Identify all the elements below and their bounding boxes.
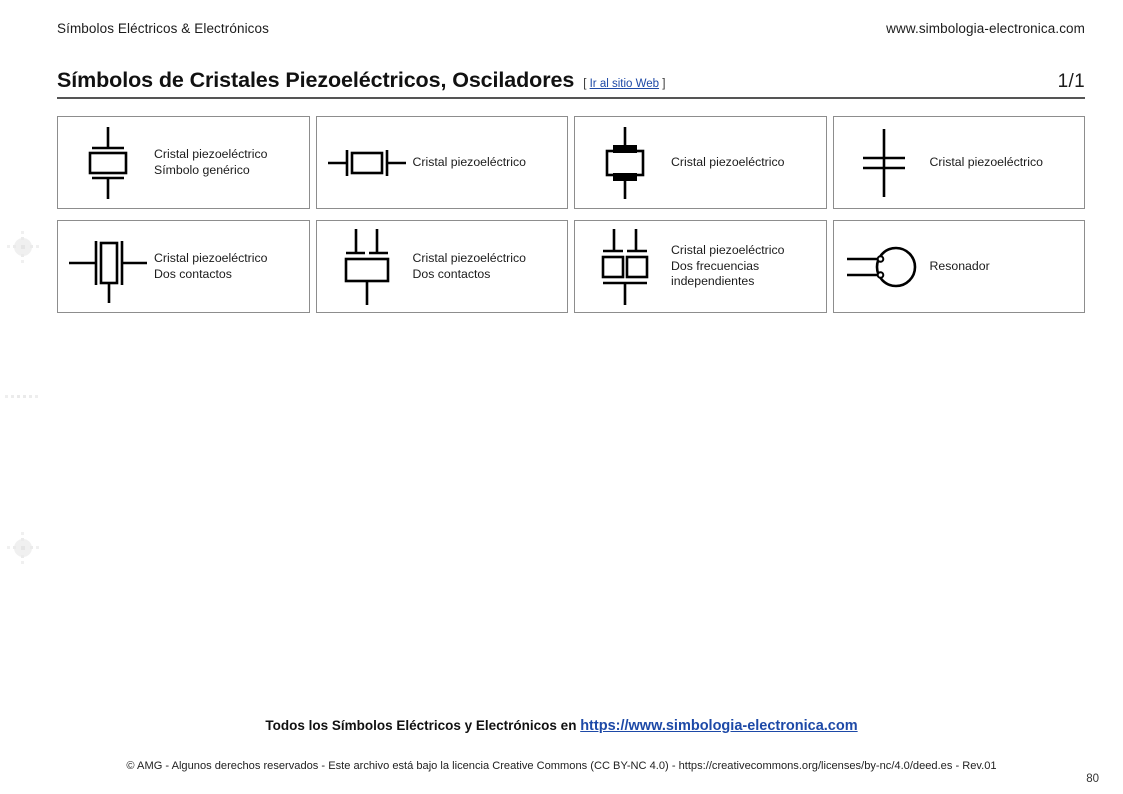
symbol-label: Cristal piezoeléctrico: [412, 154, 526, 169]
crystal-two-contacts-vertical-icon: [321, 225, 413, 309]
page-title: Símbolos de Cristales Piezoeléctricos, O…: [57, 68, 575, 92]
crystal-horizontal-icon: [321, 138, 413, 188]
bracket-open: [: [583, 78, 587, 90]
crystal-two-contacts-horizontal-icon: [62, 227, 154, 307]
footer-promo-line: Todos los Símbolos Eléctricos y Electrón…: [0, 718, 1123, 734]
symbol-label: Cristal piezoeléctrico Dos contactos: [154, 250, 268, 281]
header-collection-title: Símbolos Eléctricos & Electrónicos: [57, 21, 269, 36]
decorative-mark-2: [4, 391, 42, 403]
symbol-grid: Cristal piezoeléctrico Símbolo genérico …: [57, 116, 1085, 313]
title-left-group: Símbolos de Cristales Piezoeléctricos, O…: [57, 68, 665, 93]
symbol-label: Cristal piezoeléctrico Dos contactos: [412, 250, 526, 281]
page-counter: 1/1: [1057, 71, 1085, 92]
go-to-site-link[interactable]: Ir al sitio Web: [589, 78, 660, 90]
title-divider: [57, 97, 1085, 99]
symbol-cell[interactable]: Cristal piezoeléctrico Dos frecuencias i…: [574, 220, 827, 313]
symbol-cell[interactable]: Cristal piezoeléctrico Dos contactos: [315, 220, 568, 313]
header-website-url: www.simbologia-electronica.com: [886, 21, 1085, 36]
symbol-cell[interactable]: Cristal piezoeléctrico Dos contactos: [57, 220, 310, 313]
symbol-cell[interactable]: Cristal piezoeléctrico: [574, 116, 827, 209]
symbol-label: Cristal piezoeléctrico: [671, 154, 785, 169]
page-header: Símbolos Eléctricos & Electrónicos www.s…: [57, 21, 1085, 36]
symbol-label: Resonador: [929, 258, 990, 273]
symbol-cell[interactable]: Cristal piezoeléctrico Símbolo genérico: [57, 116, 310, 209]
crystal-two-plates-icon: [838, 123, 930, 203]
bracket-close: ]: [662, 78, 666, 90]
symbol-cell[interactable]: Resonador: [832, 220, 1085, 313]
symbol-label: Cristal piezoeléctrico Dos frecuencias i…: [671, 242, 785, 289]
footer-license-line: © AMG - Algunos derechos reservados - Es…: [126, 760, 997, 772]
symbol-cell[interactable]: Cristal piezoeléctrico: [832, 116, 1085, 209]
decorative-mark-3: [4, 529, 42, 567]
resonator-icon: [838, 237, 930, 297]
footer-site-link[interactable]: https://www.simbologia-electronica.com: [580, 718, 858, 734]
symbol-cell[interactable]: Cristal piezoeléctrico: [315, 116, 568, 209]
symbol-label: Cristal piezoeléctrico: [929, 154, 1043, 169]
footer-promo-text: Todos los Símbolos Eléctricos y Electrón…: [265, 718, 581, 733]
title-row: Símbolos de Cristales Piezoeléctricos, O…: [57, 68, 1085, 93]
crystal-vertical-generic-icon: [62, 123, 154, 203]
symbol-label: Cristal piezoeléctrico Símbolo genérico: [154, 146, 268, 177]
page-number: 80: [1086, 773, 1099, 785]
site-link-wrapper: [ Ir al sitio Web ]: [583, 78, 665, 90]
crystal-filled-plates-icon: [579, 123, 671, 203]
decorative-mark-1: [4, 228, 42, 266]
crystal-two-frequencies-icon: [579, 225, 671, 309]
